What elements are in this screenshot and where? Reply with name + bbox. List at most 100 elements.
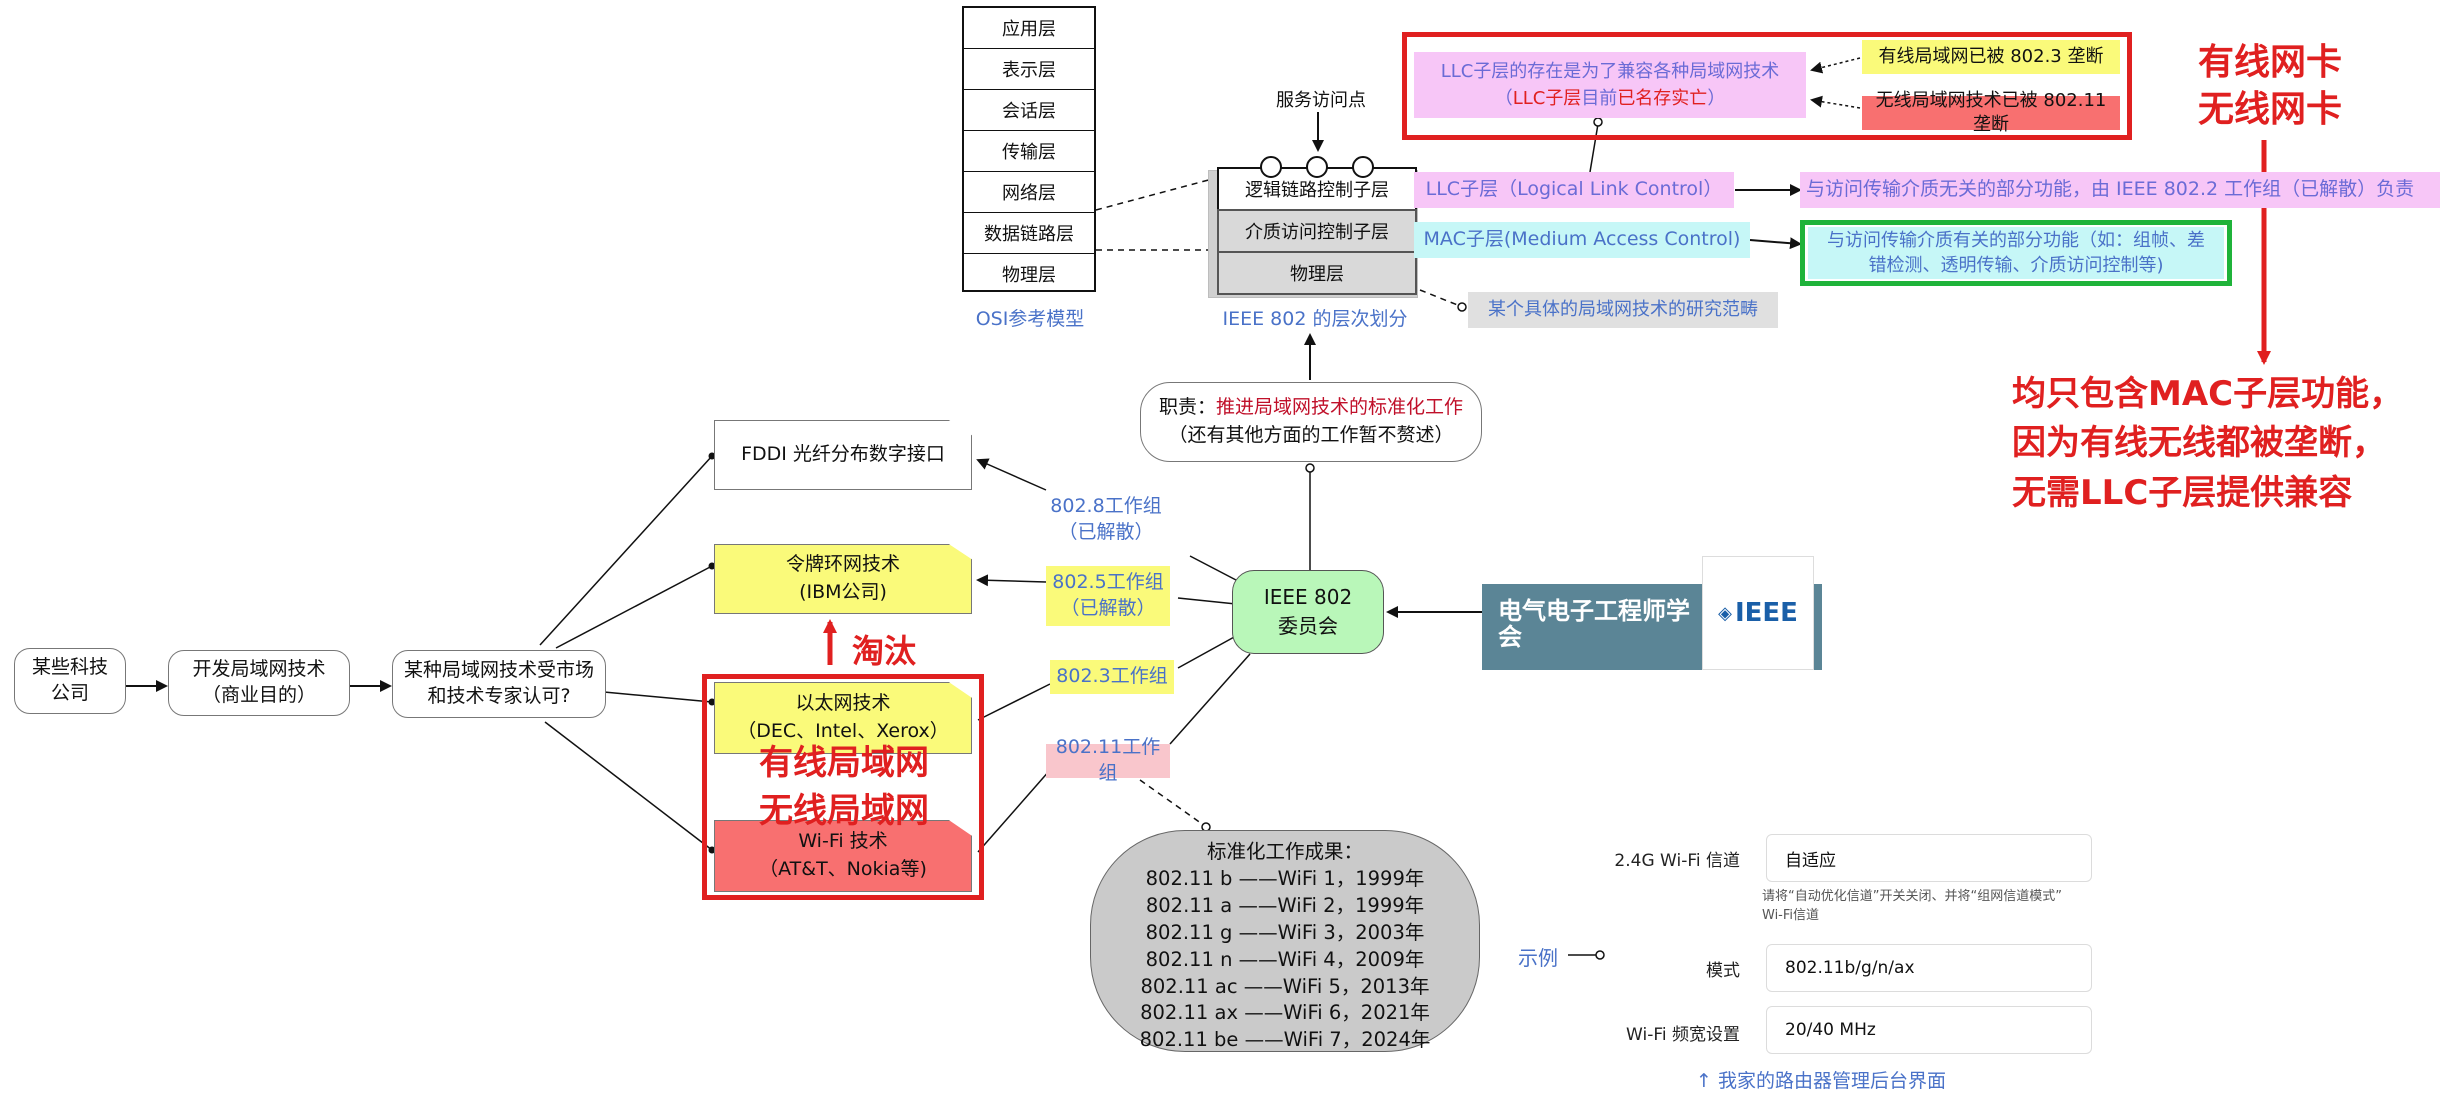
llc-row-desc: 与访问传输介质无关的部分功能，由 IEEE 802.2 工作组（已解散）负责 (1800, 172, 2440, 208)
eliminated-label: 淘汰 (852, 632, 917, 670)
osi-layer-datalink: 数据链路层 (964, 213, 1094, 254)
standard-item: 802.11 ax ——WiFi 6，2021年 (1140, 1001, 1430, 1025)
llc-note-frame (1402, 32, 2132, 140)
sap-circle (1352, 156, 1374, 178)
example-label: 示例 (1518, 946, 1558, 970)
llc-row-label: LLC子层（Logical Link Control） (1414, 172, 1734, 208)
standards-title: 标准化工作成果： (1206, 840, 1363, 863)
g8028-line2: （已解散） (1058, 521, 1154, 543)
g8025-line2: （已解散） (1060, 597, 1156, 619)
channel-hint-line2: Wi-Fi信道 (1762, 907, 1820, 923)
tech-company-box: 某些科技 公司 (14, 648, 126, 714)
paren-open: （ (1494, 88, 1513, 109)
osi-model-stack: 应用层 表示层 会话层 传输层 网络层 数据链路层 物理层 (962, 6, 1096, 292)
channel-hint-line1: 请将“自动优化信道”开关关闭、并将“组网信道模式” (1762, 889, 2062, 904)
standard-item: 802.11 ac ——WiFi 5，2013年 (1140, 974, 1430, 998)
standard-item: 802.11 g ——WiFi 3，2003年 (1145, 920, 1425, 944)
develop-line1: 开发局域网技术 (192, 658, 326, 681)
bandwidth-field[interactable]: 20/40 MHz (1766, 1006, 2092, 1054)
ieee-logo: ◈IEEE (1702, 556, 1814, 670)
conclusion-line3: 无需LLC子层提供兼容 (2012, 472, 2353, 513)
develop-lan-box: 开发局域网技术 （商业目的） (168, 650, 350, 716)
llc-note-red: LLC子层 (1512, 88, 1582, 109)
llc-note: LLC子层的存在是为了兼容各种局域网技术 （LLC子层目前已名存实亡） (1414, 52, 1806, 118)
channel-field[interactable]: 自适应 (1766, 834, 2092, 882)
duty-box: 职责：推进局域网技术的标准化工作 （还有其他方面的工作暂不赘述） (1140, 382, 1482, 462)
approve-line2: 和技术专家认可? (427, 685, 571, 707)
standards-box: 标准化工作成果： 802.11 b ——WiFi 1，1999年 802.11 … (1090, 830, 1480, 1052)
llc-note-mid: 目前 (1581, 88, 1618, 109)
ieee802-caption: IEEE 802 的层次划分 (1222, 308, 1408, 330)
paren-close: ） (1707, 88, 1726, 109)
wireless-lan-label: 无线局域网 (759, 790, 929, 831)
token-ring-box: 令牌环网技术 (IBM公司) (714, 544, 972, 614)
ieee-org-banner: 电气电子工程师学 会 ◈IEEE (1482, 556, 1822, 670)
wired-lan-label: 有线局域网 (759, 743, 929, 783)
ethernet-box: 以太网技术 （DEC、Intel、Xerox） (714, 682, 972, 754)
nic-label: 有线网卡 无线网卡 (2180, 40, 2360, 134)
group-8028: 802.8工作组 （已解散） (1036, 490, 1176, 550)
ieee-logo-text: IEEE (1734, 598, 1798, 628)
standard-item: 802.11 be ——WiFi 7，2024年 (1139, 1028, 1431, 1052)
channel-hint: 请将“自动优化信道”开关关闭、并将“组网信道模式” Wi-Fi信道 (1762, 888, 2102, 926)
standard-item: 802.11 n ——WiFi 4，2009年 (1145, 947, 1425, 971)
mode-label: 模式 (1706, 961, 1740, 981)
company-line1: 某些科技 (31, 656, 108, 679)
llc-note-line2: （LLC子层目前已名存实亡） (1495, 85, 1726, 112)
ieee802-layer-box: 逻辑链路控制子层 介质访问控制子层 物理层 (1208, 167, 1418, 298)
osi-layer-session: 会话层 (964, 90, 1094, 131)
duty-prefix: 职责： (1158, 396, 1216, 419)
token-ring-line2: (IBM公司) (799, 581, 887, 603)
wireless-monopoly-note: 无线局域网技术已被 802.11 垄断 (1862, 90, 2120, 135)
wifi-line1: Wi-Fi 技术 (798, 830, 888, 853)
conclusion-text: 均只包含MAC子层功能， 因为有线无线都被垄断， 无需LLC子层提供兼容 (2012, 370, 2442, 518)
sap-circle (1260, 156, 1282, 178)
duty-line2: （还有其他方面的工作暂不赘述） (1168, 424, 1454, 446)
standard-item: 802.11 a ——WiFi 2，1999年 (1145, 893, 1425, 917)
g8025-line1: 802.5工作组 (1052, 571, 1164, 594)
wifi-box: Wi-Fi 技术 （AT&T、Nokia等) (714, 820, 972, 892)
group-8025: 802.5工作组 （已解散） (1046, 566, 1170, 626)
osi-layer-presentation: 表示层 (964, 49, 1094, 90)
ieee-name-line1: 电气电子工程师学 (1498, 597, 1690, 625)
fddi-box: FDDI 光纤分布数字接口 (714, 420, 972, 490)
mac-row-desc: 与访问传输介质有关的部分功能（如：组帧、差 错检测、透明传输、介质访问控制等) (1808, 227, 2224, 279)
mac-desc-line1: 与访问传输介质有关的部分功能（如：组帧、差 (1827, 229, 2205, 251)
token-ring-line1: 令牌环网技术 (785, 553, 900, 576)
nic-wireless: 无线网卡 (2197, 88, 2342, 130)
osi-layer-transport: 传输层 (964, 131, 1094, 172)
wifi-line2: （AT&T、Nokia等) (759, 858, 927, 880)
mac-desc-line2: 错检测、透明传输、介质访问控制等) (1868, 255, 2164, 276)
mac-layer: 介质访问控制子层 (1217, 209, 1417, 253)
market-approval-box: 某种局域网技术受市场 和技术专家认可? (392, 650, 606, 718)
ieee802-committee: IEEE 802 委员会 (1232, 570, 1384, 654)
duty-line1: 职责：推进局域网技术的标准化工作 (1159, 394, 1463, 422)
sap-label: 服务访问点 (1276, 90, 1366, 111)
conclusion-line2: 因为有线无线都被垄断， (2012, 423, 2386, 464)
ethernet-line1: 以太网技术 (795, 692, 891, 715)
phy-layer: 物理层 (1217, 251, 1417, 295)
osi-caption: OSI参考模型 (975, 308, 1085, 330)
group-8023: 802.3工作组 (1050, 660, 1174, 694)
ieee-name-line2: 会 (1498, 623, 1522, 652)
ethernet-line2: （DEC、Intel、Xerox） (737, 720, 949, 742)
committee-line2: 委员会 (1278, 614, 1338, 638)
standard-item: 802.11 b ——WiFi 1，1999年 (1145, 866, 1425, 890)
osi-layer-network: 网络层 (964, 172, 1094, 213)
mode-field[interactable]: 802.11b/g/n/ax (1766, 944, 2092, 992)
scope-note: 某个具体的局域网技术的研究范畴 (1468, 292, 1778, 328)
company-line2: 公司 (50, 682, 89, 704)
mac-row-frame (1800, 220, 2232, 286)
mac-row-label: MAC子层(Medium Access Control) (1414, 222, 1750, 258)
nic-wired: 有线网卡 (2197, 42, 2342, 83)
sap-circle (1306, 156, 1328, 178)
approve-line1: 某种局域网技术受市场 (403, 659, 594, 682)
router-caption: ↑ 我家的路由器管理后台界面 (1696, 1070, 1946, 1092)
duty-highlight: 推进局域网技术的标准化工作 (1216, 396, 1464, 419)
conclusion-line1: 均只包含MAC子层功能， (2012, 374, 2404, 414)
develop-line2: （商业目的） (201, 684, 316, 706)
wired-wireless-label: 有线局域网 无线局域网 (744, 740, 944, 835)
osi-layer-physical: 物理层 (1002, 265, 1056, 286)
g8028-line1: 802.8工作组 (1050, 495, 1162, 518)
wired-monopoly-note: 有线局域网已被 802.3 垄断 (1862, 40, 2120, 74)
